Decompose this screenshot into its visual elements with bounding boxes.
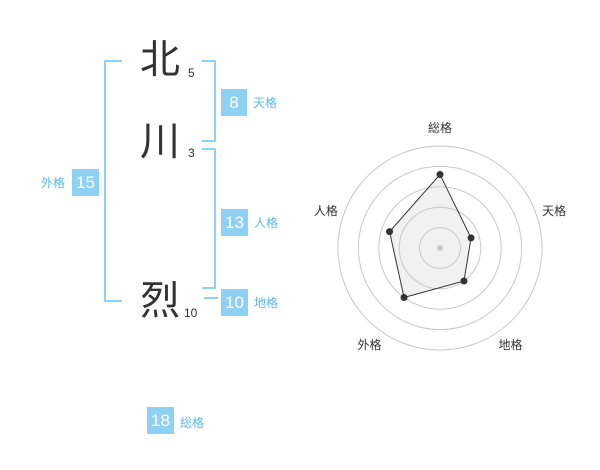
radar-axis-label: 総格 <box>428 120 452 135</box>
radar-rings <box>337 145 543 351</box>
name-char-2: 川 <box>140 119 180 165</box>
soukaku-label: 総格 <box>180 416 205 430</box>
radar-point-1 <box>436 171 444 179</box>
gaikaku-value: 15 <box>72 169 99 196</box>
chikaku-bracket <box>204 297 218 299</box>
radar-point-5 <box>386 228 394 236</box>
chikaku-value: 10 <box>221 289 248 316</box>
radar-ring <box>357 165 523 331</box>
chikaku-label: 地格 <box>254 296 279 310</box>
radar-ring <box>419 227 461 269</box>
soukaku-value: 18 <box>147 407 174 434</box>
gaikaku-label: 外格 <box>41 176 66 190</box>
radar-center-dot <box>437 245 443 251</box>
stroke-count-1: 5 <box>188 66 195 80</box>
name-char-1: 北 <box>140 37 180 83</box>
jinkaku-value: 13 <box>221 209 248 236</box>
radar-polygon <box>389 173 472 299</box>
jinkaku-bracket <box>202 148 216 289</box>
radar-axis-label: 人格 <box>314 203 338 218</box>
tenkaku-value: 8 <box>221 89 247 116</box>
name-char-3: 烈 <box>140 278 180 324</box>
radar-points <box>386 171 475 302</box>
radar-ring <box>398 206 482 290</box>
tenkaku-bracket <box>202 60 216 142</box>
radar-axis-label: 外格 <box>357 337 381 352</box>
jinkaku-label: 人格 <box>254 216 279 230</box>
stroke-count-2: 3 <box>188 146 195 160</box>
radar-point-3 <box>460 277 468 285</box>
tenkaku-label: 天格 <box>253 96 278 110</box>
gaikaku-bracket <box>104 60 122 302</box>
radar-ring <box>378 186 502 310</box>
radar-axis-label: 天格 <box>542 203 566 218</box>
radar-point-2 <box>467 234 475 242</box>
stroke-count-3: 10 <box>184 306 198 320</box>
radar-polygon-group <box>389 173 472 299</box>
radar-point-4 <box>400 294 408 302</box>
radar-axis-label: 地格 <box>499 337 523 352</box>
